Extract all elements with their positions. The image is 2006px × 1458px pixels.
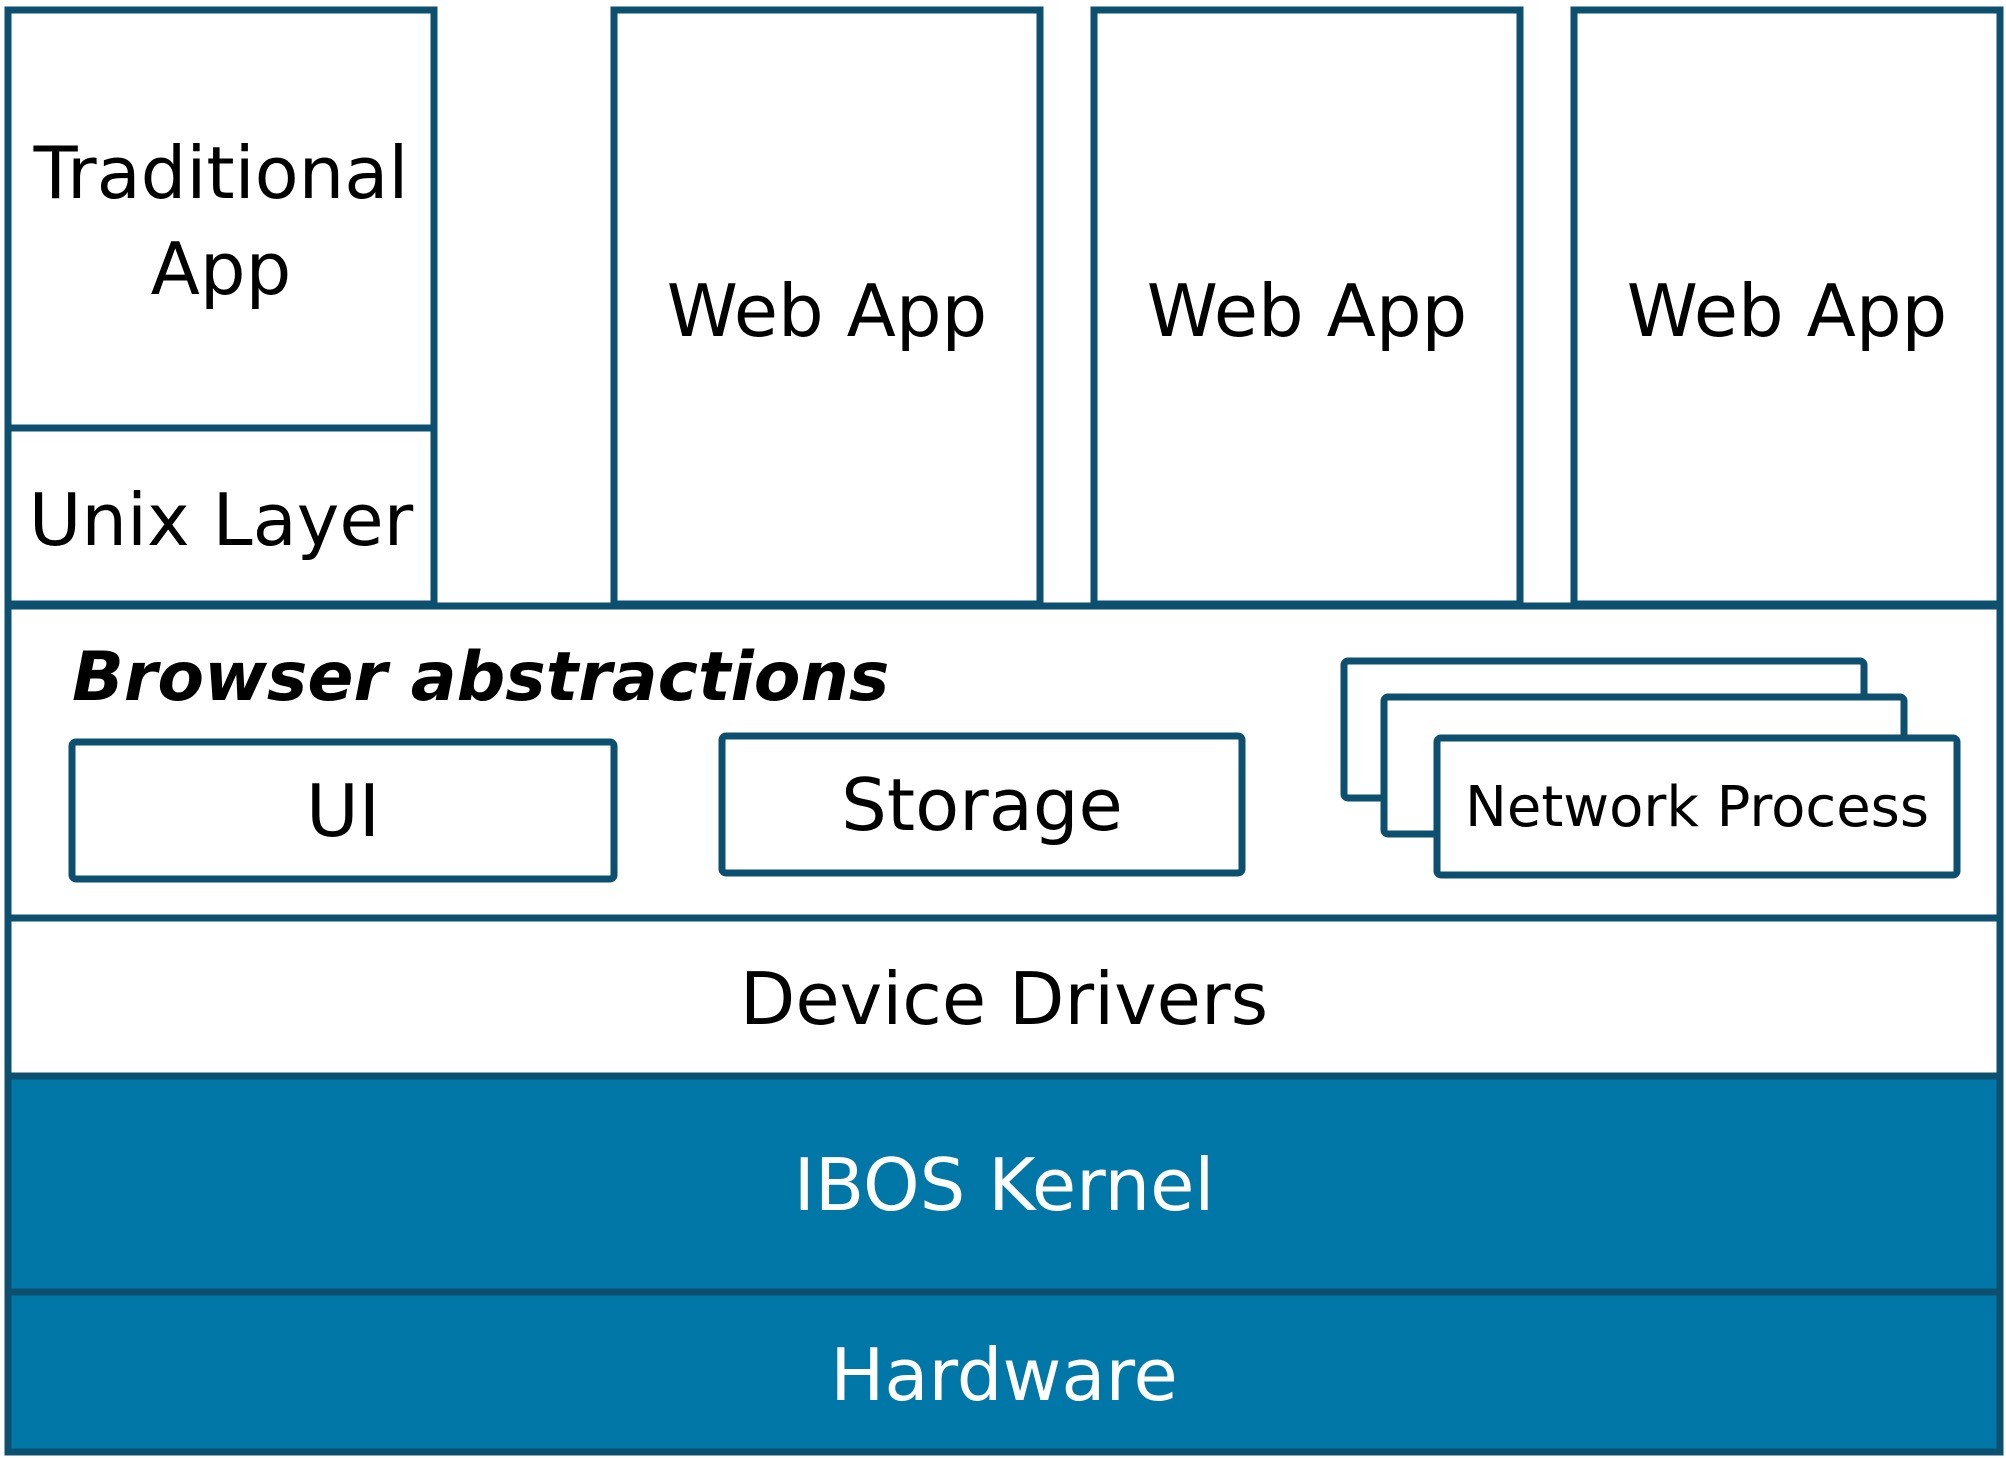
hardware-box xyxy=(4,1288,2004,1456)
device-drivers-layer: Device Drivers xyxy=(4,914,2004,1080)
hardware-label: Hardware xyxy=(830,1333,1178,1417)
traditional-app-block: Traditional App xyxy=(4,6,438,432)
ibos-kernel-label: IBOS Kernel xyxy=(794,1143,1215,1227)
web-app-block-3: Web App xyxy=(1570,6,2004,608)
web-app-block-1: Web App xyxy=(610,6,1044,608)
browser-abstractions-title: Browser abstractions xyxy=(72,638,889,717)
browser-abstractions-layer: Browser abstractions UI Storage Network … xyxy=(4,602,2004,922)
traditional-app-box xyxy=(4,6,438,432)
web-app-box xyxy=(1570,6,2004,608)
unix-layer-label: Unix Layer xyxy=(29,478,414,562)
network-process-box-front xyxy=(1433,734,1961,879)
storage-box xyxy=(718,732,1246,877)
web-app-label: Web App xyxy=(1147,269,1468,353)
web-app-box xyxy=(610,6,1044,608)
hardware-layer: Hardware xyxy=(4,1288,2004,1456)
network-process-label: Network Process xyxy=(1465,775,1929,840)
device-drivers-label: Device Drivers xyxy=(740,957,1268,1041)
ibos-kernel-layer: IBOS Kernel xyxy=(4,1072,2004,1296)
web-app-block-2: Web App xyxy=(1090,6,1524,608)
traditional-app-label-line2: App xyxy=(151,227,292,311)
unix-layer-block: Unix Layer xyxy=(4,424,438,608)
network-process-stack: Network Process xyxy=(1340,657,1961,879)
unix-layer-box xyxy=(4,424,438,608)
storage-label: Storage xyxy=(841,763,1123,847)
storage-component: Storage xyxy=(718,732,1246,877)
ui-box xyxy=(68,738,618,883)
ui-component: UI xyxy=(68,738,618,883)
web-app-box xyxy=(1090,6,1524,608)
ui-label: UI xyxy=(306,769,380,853)
web-app-label: Web App xyxy=(1627,269,1948,353)
traditional-app-label-line1: Traditional xyxy=(33,131,409,215)
web-app-label: Web App xyxy=(667,269,988,353)
